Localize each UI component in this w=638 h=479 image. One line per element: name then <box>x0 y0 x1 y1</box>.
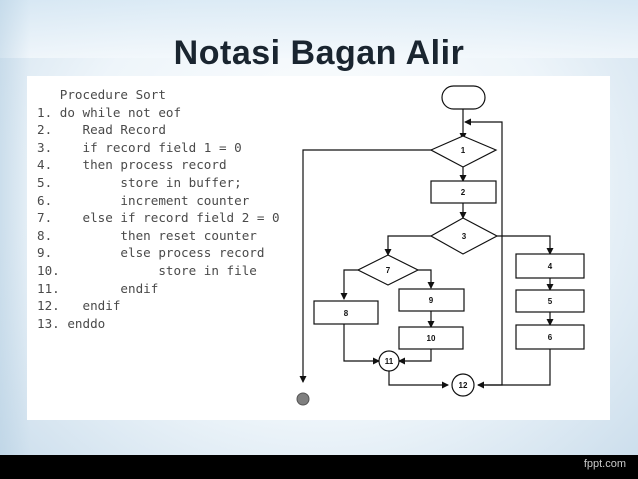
code-line: 9. else process record <box>37 245 265 261</box>
process-node-5 <box>515 289 585 313</box>
decision-node-7 <box>356 254 420 286</box>
edge-7-8 <box>340 269 358 300</box>
node-label-1: 1 <box>461 146 466 155</box>
node-label-2: 2 <box>461 188 466 197</box>
pseudocode-listing: Procedure Sort 1. do while not eof 2. Read… <box>37 86 280 332</box>
edge-3-7 <box>384 235 431 256</box>
process-node-8 <box>313 300 379 325</box>
edge-10-11 <box>398 349 432 365</box>
code-line: 7. else if record field 2 = 0 <box>37 210 280 226</box>
node-label-3: 3 <box>462 232 467 241</box>
edge-6-12 <box>477 349 551 389</box>
process-node-4 <box>515 253 585 279</box>
content-panel <box>27 76 610 420</box>
process-node-9 <box>398 288 465 312</box>
left-stripe <box>0 0 30 479</box>
brand-label: fppt.com <box>583 458 626 470</box>
code-line: 2. Read Record <box>37 122 166 138</box>
node-label-8: 8 <box>344 309 349 318</box>
slide-title: Notasi Bagan Alir <box>173 34 465 72</box>
edge-loop-back <box>464 118 503 386</box>
process-node-10 <box>398 326 464 350</box>
code-line: 3. if record field 1 = 0 <box>37 139 242 155</box>
code-line: 10. store in file <box>37 262 257 278</box>
end-point <box>296 392 310 406</box>
code-line: 13. enddo <box>37 315 106 331</box>
process-node-2 <box>430 180 497 204</box>
header-band <box>0 0 638 58</box>
code-line: Procedure Sort <box>37 87 166 102</box>
code-line: 1. do while not eof <box>37 104 182 120</box>
node-label-4: 4 <box>548 262 553 271</box>
connector-node-11 <box>378 350 400 372</box>
code-line: 6. increment counter <box>37 192 250 208</box>
decision-node-3 <box>429 217 499 255</box>
code-line: 12. endif <box>37 298 121 314</box>
node-label-12: 12 <box>459 381 468 390</box>
edge-8-11 <box>343 324 380 365</box>
edge-11-12 <box>388 371 449 389</box>
node-label-6: 6 <box>548 333 553 342</box>
footer-bar: fppt.com <box>0 455 638 479</box>
node-label-5: 5 <box>548 297 553 306</box>
decision-node-1 <box>429 135 498 168</box>
process-node-6 <box>515 324 585 350</box>
edge-1-exit <box>299 149 432 383</box>
connector-node-12 <box>451 373 475 397</box>
node-label-11: 11 <box>385 357 394 366</box>
edge-7-9 <box>418 269 435 289</box>
code-line: 8. then reset counter <box>37 227 257 243</box>
code-line: 5. store in buffer; <box>37 174 242 190</box>
start-terminator <box>441 85 486 110</box>
node-label-7: 7 <box>386 266 391 275</box>
code-line: 4. then process record <box>37 157 227 173</box>
node-label-10: 10 <box>427 334 436 343</box>
node-label-9: 9 <box>429 296 434 305</box>
edge-3-4 <box>497 235 554 255</box>
code-line: 11. endif <box>37 280 159 296</box>
